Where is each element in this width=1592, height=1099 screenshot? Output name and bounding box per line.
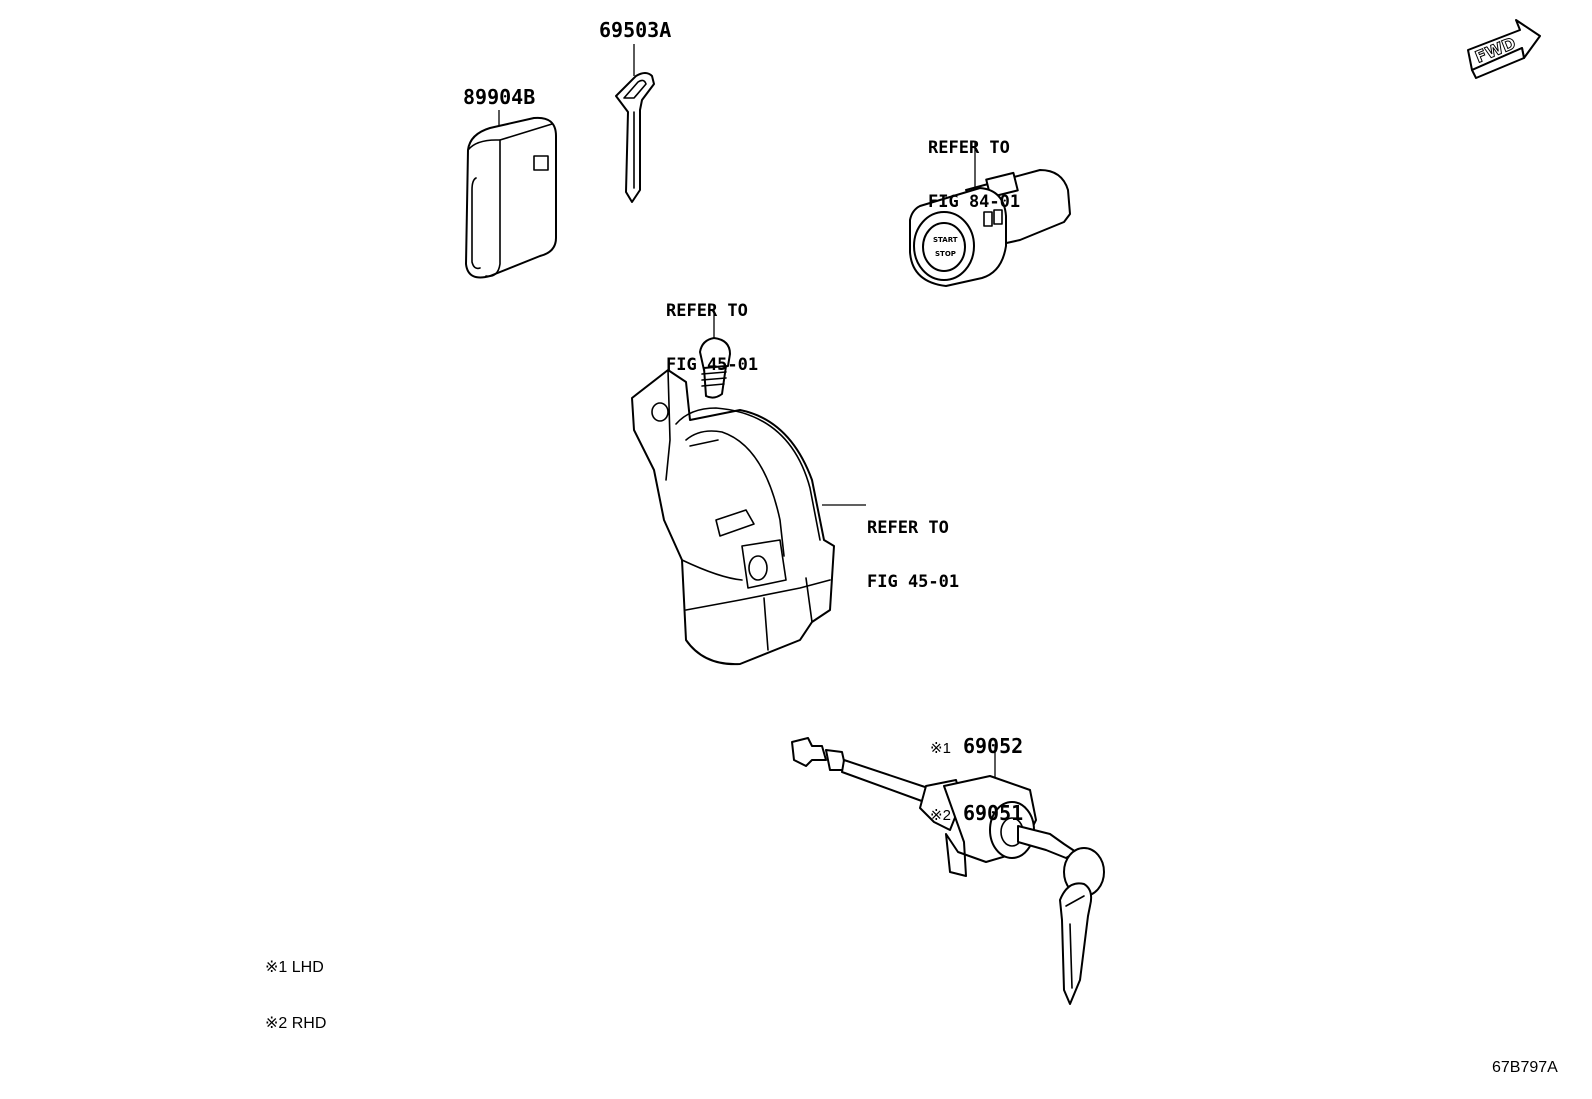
reference-line: FIG 45-01 bbox=[867, 572, 960, 592]
variant-rhd: ※2 69051 bbox=[930, 801, 1024, 825]
push-start-switch: START STOP bbox=[909, 142, 1071, 287]
ignition-pin bbox=[699, 306, 731, 399]
door-lock-variant-list: ※1 69052 ※2 69051 bbox=[930, 694, 1023, 868]
variant-lhd: ※1 69052 bbox=[930, 734, 1024, 758]
reference-line: FIG 45-01 bbox=[666, 355, 759, 375]
ignition-pin-reference: REFER TO FIG 45-01 bbox=[666, 267, 758, 409]
legend: ※1 LHD ※2 RHD bbox=[265, 924, 326, 1068]
smart-key-fob bbox=[465, 110, 557, 279]
fwd-arrow-icon: FWD bbox=[1467, 19, 1541, 79]
reference-line: REFER TO bbox=[666, 301, 748, 321]
reference-line: REFER TO bbox=[867, 518, 949, 538]
figure-id: 67B797A bbox=[1492, 1059, 1558, 1076]
mechanical-key-part-number: 69503A bbox=[599, 18, 672, 42]
steering-lock bbox=[631, 369, 866, 666]
steering-lock-reference: REFER TO FIG 45-01 bbox=[867, 484, 959, 626]
door-lock-cylinder bbox=[791, 737, 1105, 1005]
legend-item-rhd: ※2 RHD bbox=[265, 1015, 327, 1032]
stop-text: STOP bbox=[935, 250, 956, 258]
mechanical-key bbox=[615, 44, 655, 203]
reference-line: REFER TO bbox=[928, 138, 1010, 158]
start-text: START bbox=[933, 236, 958, 244]
smart-key-part-number: 89904B bbox=[463, 85, 536, 109]
legend-item-lhd: ※1 LHD bbox=[265, 959, 324, 976]
start-switch-reference: REFER TO FIG 84-01 bbox=[928, 104, 1020, 246]
reference-line: FIG 84-01 bbox=[928, 192, 1021, 212]
